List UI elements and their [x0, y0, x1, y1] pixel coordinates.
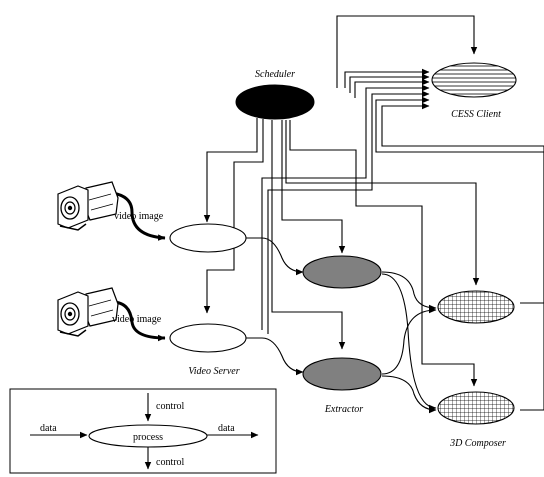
video-server-label: Video Server — [188, 366, 239, 377]
composer-ellipse — [437, 391, 515, 425]
cess-client-node: CESS Client — [431, 62, 517, 120]
legend-data-out-label: data — [218, 423, 235, 434]
video-camera-icon — [57, 287, 119, 337]
video-server-ellipse — [169, 323, 247, 353]
video-server-node-2: Video Server — [169, 323, 247, 377]
video-image-label-1: video image — [114, 211, 164, 222]
legend-data-in-label: data — [40, 423, 57, 434]
video-server-ellipse — [169, 223, 247, 253]
composer-node-1 — [437, 290, 515, 324]
video-image-label-2: video image — [112, 314, 162, 325]
composer-ellipse — [437, 290, 515, 324]
composer-label: 3D Composer — [449, 438, 506, 449]
extractor-label: Extractor — [324, 404, 363, 415]
extractor-node-1 — [302, 255, 382, 289]
scheduler-label: Scheduler — [255, 69, 295, 80]
legend-box: control data process data control — [9, 388, 277, 474]
cess-client-label: CESS Client — [451, 109, 501, 120]
video-server-node-1 — [169, 223, 247, 253]
video-camera-icon — [57, 181, 119, 231]
extractor-ellipse — [302, 357, 382, 391]
legend-process-label: process — [133, 432, 163, 443]
extractor-node-2: Extractor — [302, 357, 382, 415]
scheduler-node: Scheduler — [235, 69, 315, 120]
extractor-ellipse — [302, 255, 382, 289]
composer-node-2: 3D Composer — [437, 391, 515, 449]
legend-control-in-label: control — [156, 401, 185, 412]
cess-client-ellipse — [431, 62, 517, 98]
legend-control-out-label: control — [156, 457, 185, 468]
connection-wires — [111, 15, 544, 414]
scheduler-ellipse — [235, 84, 315, 120]
